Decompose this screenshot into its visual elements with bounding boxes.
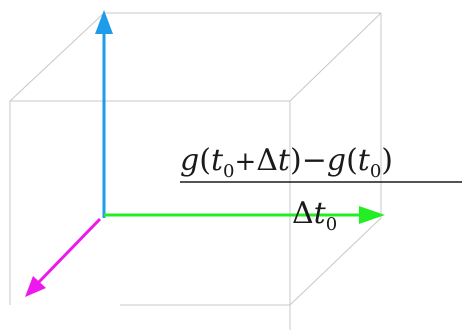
cube-edge-diagonal-top-left — [9, 12, 105, 102]
numerator-delta: Δ — [256, 143, 278, 178]
vertical-axis-arrowhead — [95, 10, 113, 34]
numerator-open-paren: ( — [199, 143, 211, 178]
numerator-open-paren-2: ( — [346, 143, 358, 178]
denominator-delta: Δ — [292, 196, 314, 231]
numerator-subscript-2: 0 — [370, 161, 381, 182]
difference-quotient-formula: g(t0+Δt)−g(t0) Δt0 — [180, 143, 462, 235]
depth-axis-shaft — [36, 217, 102, 285]
cube-edge-diagonal-bottom-right — [289, 217, 382, 306]
denominator-t: t — [314, 196, 327, 231]
numerator-t2: t — [278, 143, 291, 178]
numerator-subscript: 0 — [223, 161, 234, 182]
horizontal-axis-arrowhead — [359, 206, 385, 224]
formula-denominator: Δt0 — [292, 196, 337, 235]
numerator-minus: − — [302, 143, 327, 178]
numerator-close-paren: ) — [290, 143, 302, 178]
numerator-t: t — [211, 143, 224, 178]
depth-axis-arrow — [25, 217, 102, 297]
numerator-g2: g — [327, 143, 346, 178]
horizontal-axis-arrow — [104, 206, 385, 224]
numerator-g: g — [180, 143, 199, 178]
denominator-subscript: 0 — [326, 214, 337, 235]
cube-edge-diagonal-top-right — [289, 12, 382, 102]
formula-numerator: g(t0+Δt)−g(t0) — [180, 143, 393, 182]
depth-axis-arrowhead — [25, 276, 46, 297]
numerator-plus: + — [234, 147, 256, 177]
vertical-axis-arrow — [95, 10, 113, 218]
numerator-t3: t — [358, 143, 371, 178]
numerator-close-paren-2: ) — [381, 143, 393, 178]
